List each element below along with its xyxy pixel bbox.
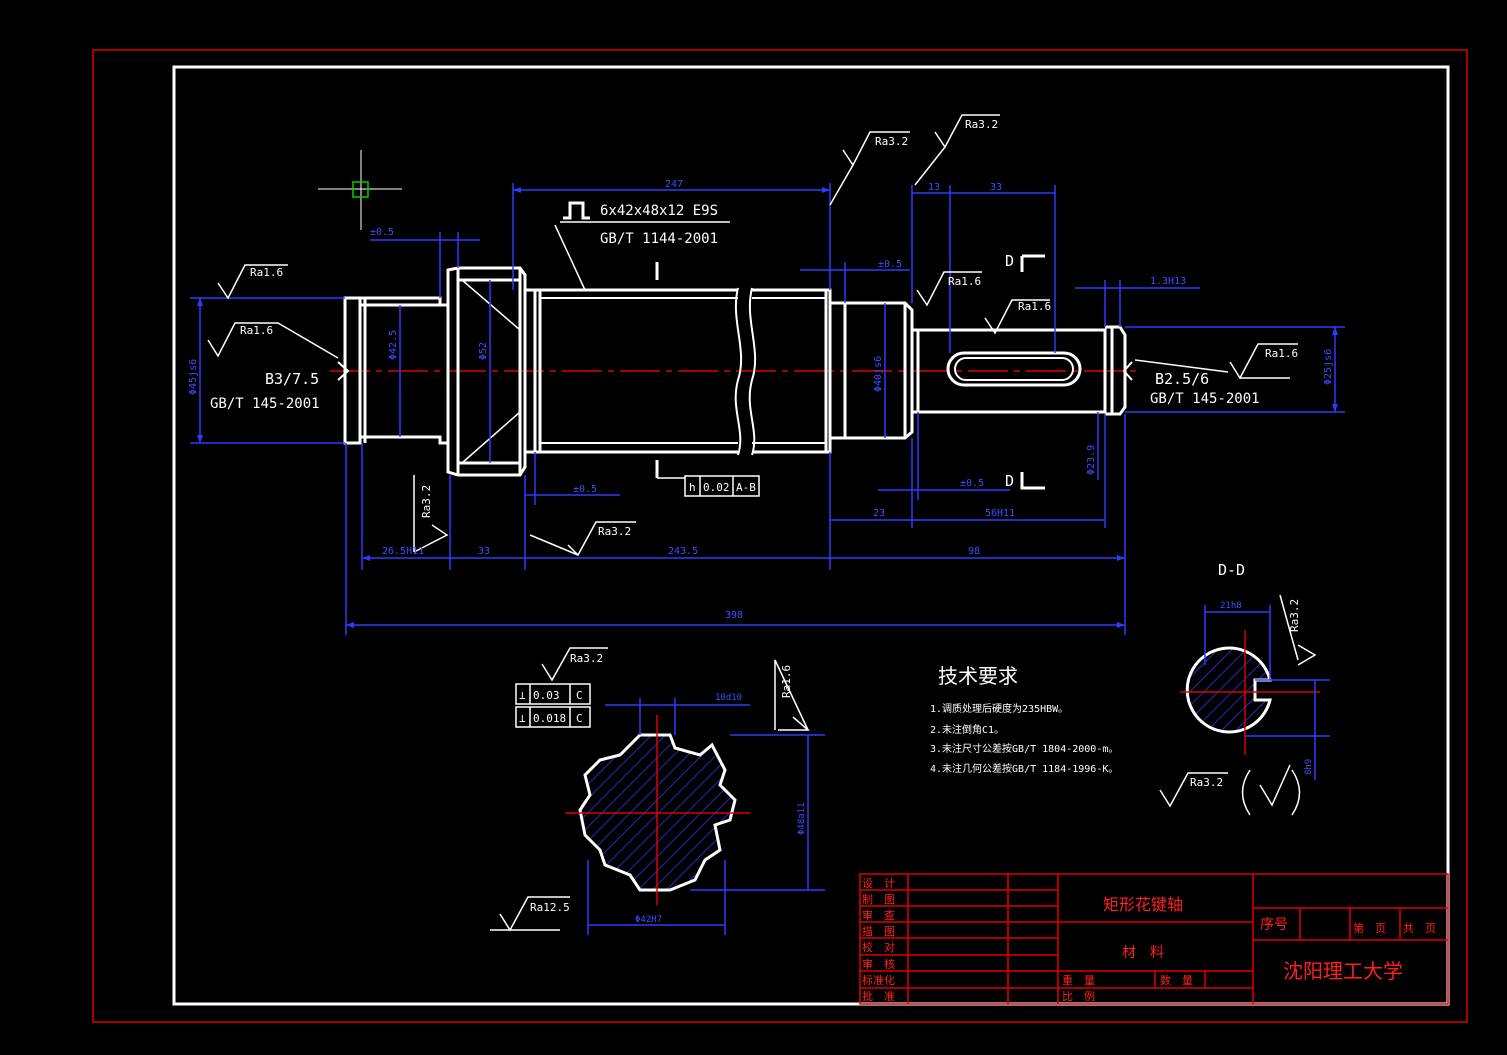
scale-label: 比 例	[1062, 989, 1095, 1003]
tech-item-2: 2.未注倒角C1。	[930, 723, 1004, 736]
spline-tol-1-datum: C	[576, 689, 583, 702]
center-hole-left-spec: B3/7.5	[265, 370, 319, 388]
ra-left-top: Ra1.6	[250, 266, 283, 279]
center-hole-left-std: GB/T 145-2001	[210, 396, 320, 412]
ra-top-1: Ra3.2	[875, 135, 908, 148]
center-hole-marks	[337, 361, 1133, 381]
spline-tol-2-val: 0.018	[533, 712, 566, 725]
number-label: 序号	[1260, 917, 1288, 933]
spline-tol-1-sym: ⊥	[519, 689, 526, 702]
dim-bot-chamfer: ±0.5	[573, 484, 597, 495]
spline-spec: 6x42x48x12 E9S	[600, 203, 718, 219]
outer-frame	[92, 49, 1468, 1023]
tech-item-1: 1.调质处理后硬度为235HBW。	[930, 702, 1068, 715]
tol-symbol: h	[689, 481, 696, 494]
dim-top-spline: 247	[665, 179, 683, 190]
tb-row-8: 批 准	[862, 989, 895, 1003]
tb-row-7: 标准化	[862, 973, 895, 987]
ra-bottom: Ra3.2	[598, 525, 631, 538]
sheet-label: 第 页	[1353, 921, 1386, 935]
ra-dd-bottom: Ra3.2	[1190, 776, 1223, 789]
spline-symbol	[563, 201, 590, 220]
section-title: D-D	[1218, 561, 1245, 579]
ra-right: Ra1.6	[1265, 347, 1298, 360]
tb-row-6: 审 核	[862, 957, 895, 971]
quantity-label: 数 量	[1160, 974, 1193, 987]
spline-standard: GB/T 1144-2001	[600, 231, 718, 247]
ra-top-2: Ra3.2	[965, 118, 998, 131]
roughness-symbols	[207, 114, 1317, 932]
weight-label: 重 量	[1062, 973, 1095, 987]
dim-33: 33	[478, 546, 490, 557]
section-cut-markers	[655, 254, 1045, 490]
ra-mid-2: Ra1.6	[1018, 300, 1051, 313]
tol-value: 0.02	[703, 481, 730, 494]
tech-item-3: 3.未注尺寸公差按GB/T 1804-2000-m。	[930, 742, 1118, 755]
total-label: 共 页	[1403, 922, 1436, 935]
dd-dims	[1204, 605, 1330, 780]
dim-right-small: Φ23.9	[1086, 445, 1097, 475]
tech-title: 技术要求	[938, 664, 1018, 688]
dim-spline-width: 10d10	[715, 693, 742, 703]
dim-left-inner: Φ42.5	[388, 330, 399, 360]
ra-spline-bottom: Ra12.5	[530, 901, 570, 914]
tb-row-4: 描 图	[862, 924, 895, 938]
tech-item-4: 4.未注几何公差按GB/T 1184-1996-K。	[930, 762, 1118, 775]
tb-row-3: 审 查	[862, 908, 895, 922]
section-d-top: D	[1005, 252, 1014, 270]
dim-23: 23	[873, 508, 885, 519]
spline-tol-2-sym: ⟂	[519, 712, 526, 725]
dim-overall: 398	[725, 610, 743, 621]
material-label: 材 料	[1122, 945, 1164, 961]
dim-dd-depth: 8h9	[1304, 759, 1314, 775]
dim-left-dia: Φ45js6	[188, 359, 199, 395]
dim-right-keyway: 1.3H13	[1150, 276, 1186, 287]
spline-section	[565, 715, 750, 905]
spline-tol-1-val: 0.03	[533, 689, 560, 702]
crosshair-cursor	[318, 150, 402, 230]
collar-cone	[461, 279, 521, 464]
dim-243: 243.5	[668, 546, 698, 557]
dim-26: 26.5H11	[382, 546, 424, 557]
center-hole-right-spec: B2.5/6	[1155, 370, 1209, 388]
dim-collar-dia: Φ52	[478, 342, 489, 360]
dim-right-dia: Φ25js6	[1323, 349, 1334, 385]
section-d-bottom: D	[1005, 472, 1014, 490]
dd-section	[1180, 630, 1320, 755]
ra-left-mid: Ra1.6	[240, 324, 273, 337]
dim-mid-dia: Φ40js6	[873, 356, 884, 392]
dim-bot-right-chamfer: ±0.5	[960, 478, 984, 489]
dim-spline-inner: Φ42H7	[635, 915, 662, 925]
tb-row-5: 校 对	[862, 940, 895, 954]
dimension-lines	[190, 183, 1345, 635]
school-name: 沈阳理工大学	[1283, 959, 1403, 983]
ra-spline-side: Ra1.6	[780, 665, 793, 698]
spline-leader	[554, 221, 730, 291]
dim-56: 56H11	[985, 508, 1015, 519]
dimension-arrows	[197, 187, 1338, 628]
ra-vertical: Ra3.2	[420, 485, 433, 518]
tol-datum: A-B	[736, 481, 756, 494]
ra-mid-1: Ra1.6	[948, 275, 981, 288]
shaft-outline	[343, 266, 1127, 477]
inner-frame	[172, 65, 1450, 1006]
spline-tol-2-datum: C	[576, 712, 583, 725]
dim-mid-chamfer: ±0.5	[878, 259, 902, 270]
tb-row-2: 制 图	[862, 893, 895, 906]
dim-left-chamfer: ±0.5	[370, 227, 394, 238]
dim-dd-key: 21h8	[1220, 601, 1242, 611]
title-block	[859, 873, 1449, 1005]
dim-98: 98	[968, 546, 980, 557]
dim-spline-outer: Φ48a11	[797, 802, 807, 835]
ra-dd-side: Ra3.2	[1288, 599, 1301, 632]
part-name: 矩形花键轴	[1103, 895, 1183, 914]
tb-row-1: 设 计	[862, 877, 895, 890]
dim-top-key-len: 33	[990, 182, 1002, 193]
tolerance-frame	[515, 475, 760, 728]
spline-section-dims	[587, 698, 825, 935]
center-hole-right-std: GB/T 145-2001	[1150, 391, 1260, 407]
ra-spline-top: Ra3.2	[570, 652, 603, 665]
dim-top-key-offset: 13	[928, 182, 940, 193]
